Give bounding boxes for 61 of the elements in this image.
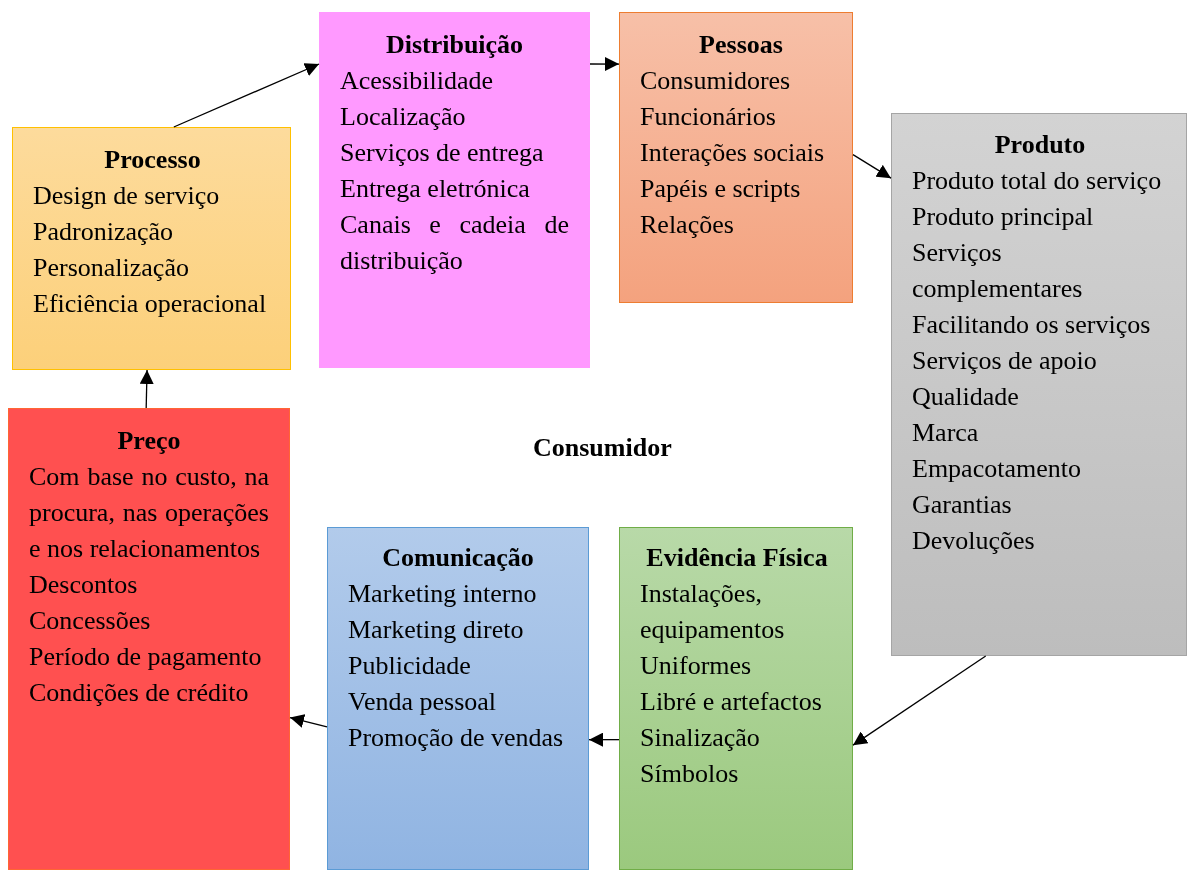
box-title: Distribuição (384, 29, 525, 61)
list-item: Período de pagamento (29, 641, 263, 673)
box-title: Comunicação (381, 542, 535, 574)
category-box (327, 527, 589, 870)
list-item: Promoção de vendas (348, 722, 565, 754)
list-item: Interações sociais (640, 137, 826, 169)
list-item: Serviços complementares (912, 237, 1084, 305)
list-item: Empacotamento (912, 453, 1082, 485)
arrow (589, 57, 620, 72)
list-item: Design de serviço (33, 180, 221, 212)
list-item: Acessibilidade (340, 65, 495, 97)
list-item: Entrega eletrónica (340, 173, 531, 205)
category-box (8, 408, 290, 870)
list-item: Facilitando os serviços (912, 309, 1152, 341)
list-item: Papéis e scripts (640, 173, 802, 205)
category-box (891, 113, 1187, 656)
box-title: Produto (993, 129, 1087, 161)
list-item: Produto total do serviço (912, 165, 1163, 197)
list-item: Qualidade (912, 381, 1020, 413)
list-item: Descontos (29, 569, 139, 601)
list-item: Marketing interno (348, 578, 538, 610)
box-title: Pessoas (698, 29, 784, 61)
list-item: Consumidores (640, 65, 792, 97)
box-title: Evidência Física (645, 542, 829, 574)
list-item: Funcionários (640, 101, 777, 133)
arrow (588, 732, 620, 747)
list-item: Padronização (33, 216, 175, 248)
box-title: Preço (116, 425, 182, 457)
box-title: Processo (103, 144, 202, 176)
list-item: Venda pessoal (348, 686, 497, 718)
category-box (619, 12, 853, 303)
category-box (319, 12, 590, 368)
list-item: Uniformes (640, 650, 753, 682)
arrow (173, 63, 320, 128)
arrow (852, 153, 892, 179)
list-item: Eficiência operacional (33, 288, 268, 320)
list-item: Sinalização (640, 722, 761, 754)
category-box (619, 527, 853, 870)
list-item: Relações (640, 209, 735, 241)
arrow (139, 369, 154, 409)
list-item: Serviços de apoio (912, 345, 1098, 377)
list-item: Marketing direto (348, 614, 525, 646)
list-item: Publicidade (348, 650, 472, 682)
list-item: Marca (912, 417, 980, 449)
list-item: Instalações, equipamentos (640, 578, 786, 646)
list-item: Com base no custo, na procura, nas operações e nos relacionamentos (29, 461, 269, 565)
list-item: Libré e artefactos (640, 686, 823, 718)
list-item: Concessões (29, 605, 152, 637)
list-item: Canais e cadeia de distribuição (340, 209, 569, 277)
list-item: Condições de crédito (29, 677, 250, 709)
category-box (12, 127, 291, 370)
arrow (289, 714, 328, 728)
center-label: Consumidor (533, 432, 672, 464)
arrow (852, 655, 987, 746)
list-item: Serviços de entrega (340, 137, 545, 169)
list-item: Garantias (912, 489, 1013, 521)
list-item: Produto principal (912, 201, 1095, 233)
list-item: Personalização (33, 252, 190, 284)
list-item: Símbolos (640, 758, 740, 790)
list-item: Localização (340, 101, 467, 133)
list-item: Devoluções (912, 525, 1036, 557)
